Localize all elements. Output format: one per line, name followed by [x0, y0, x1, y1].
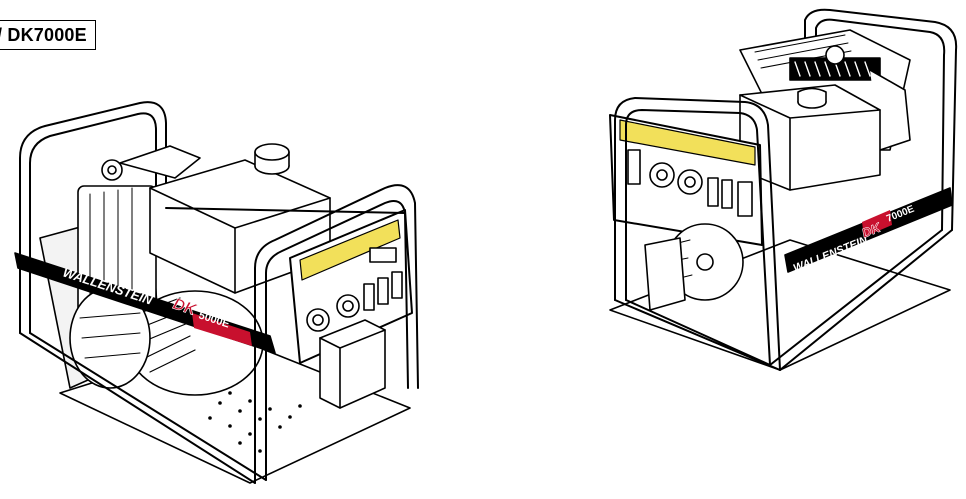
control-panel: [289, 209, 413, 364]
right-series-mark: DK: [860, 219, 885, 241]
battery: [319, 319, 386, 409]
battery: [644, 237, 686, 311]
alternator: [69, 287, 264, 396]
model-label: / DK7000E: [0, 24, 87, 45]
control-panel: [609, 114, 763, 246]
fuel-tank: [149, 143, 331, 294]
brand-rail: WALLENSTEIN DK 7000E: [784, 187, 953, 275]
model-label-box: / DK7000E: [0, 20, 96, 50]
frame-rear: [804, 8, 958, 231]
generator-illustration-left: WALLENSTEIN DK 5000E: [14, 101, 419, 484]
generator-illustration-right: WALLENSTEIN DK 7000E: [609, 8, 958, 371]
frame-front: [614, 97, 953, 371]
frame-rear: [19, 101, 167, 334]
frame-front: [19, 184, 419, 484]
fuel-tank: [739, 84, 881, 191]
